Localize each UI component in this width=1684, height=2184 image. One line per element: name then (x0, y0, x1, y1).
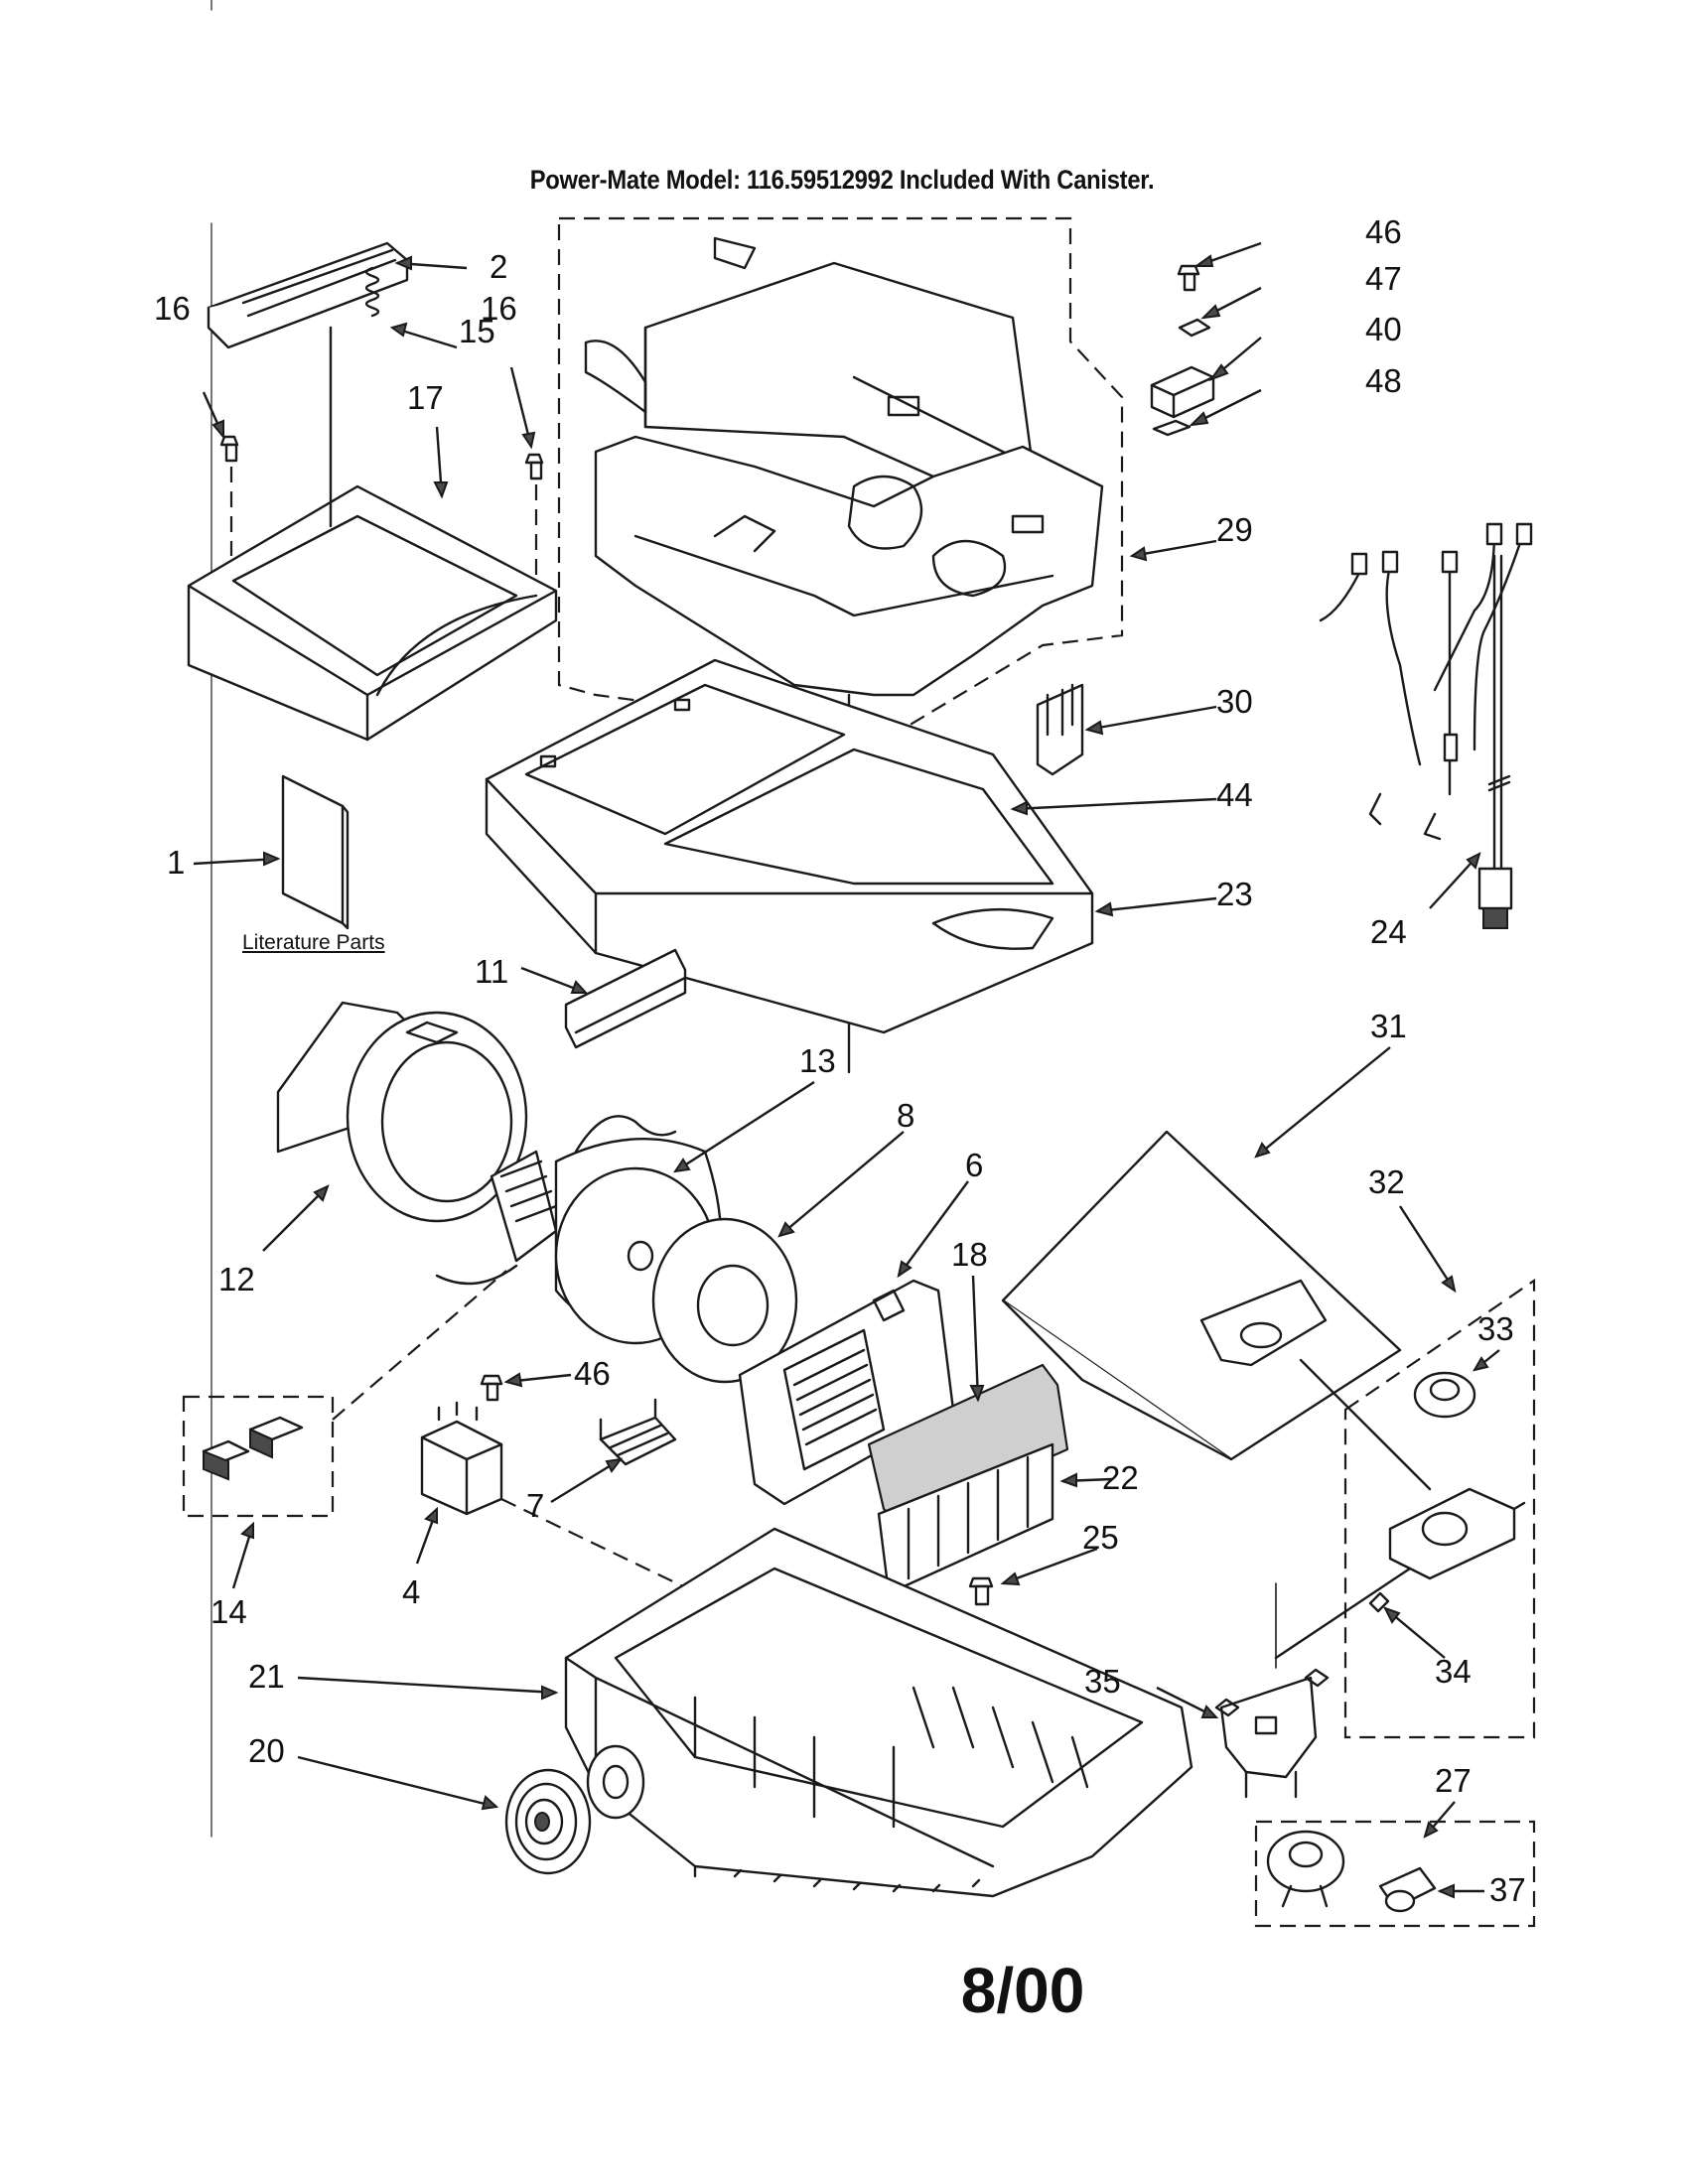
part-16-screw-left (219, 435, 239, 556)
part-14-switch-group-box (182, 1395, 335, 1518)
callout-8: 8 (897, 1097, 914, 1134)
callout-32: 32 (1368, 1163, 1405, 1200)
part-20-wheel (504, 1768, 592, 1875)
part-33-seal-ring (1413, 1371, 1476, 1419)
callout-27: 27 (1435, 1762, 1472, 1799)
part-37-cap (1378, 1866, 1437, 1913)
literature-parts-label: Literature Parts (242, 931, 385, 954)
part-46-screw-top (1177, 264, 1200, 292)
part-47-washer (1178, 318, 1211, 338)
callout-15: 15 (459, 313, 495, 349)
part-31-dust-bag (1001, 1130, 1432, 1491)
callout-6: 6 (965, 1147, 983, 1183)
callout-46-top: 46 (1365, 213, 1402, 250)
part-21-canister-base (564, 1527, 1193, 1898)
part-35-bag-holder-bracket (1214, 1668, 1330, 1799)
callout-13: 13 (799, 1042, 836, 1079)
callout-11: 11 (475, 953, 508, 990)
part-11-exhaust-filter (564, 948, 687, 1049)
callout-34: 34 (1435, 1653, 1472, 1690)
part-40-switch-button (1150, 365, 1215, 419)
callout-31: 31 (1370, 1008, 1407, 1044)
part-46-screw-lower (480, 1374, 503, 1402)
callout-20: 20 (248, 1732, 285, 1769)
callout-35: 35 (1084, 1663, 1121, 1700)
part-29-top-cover (584, 236, 1035, 498)
leader-arrows (193, 241, 1500, 1899)
part-18-filter-screen (867, 1363, 1069, 1526)
part-34-spring-clip (1368, 1591, 1390, 1613)
callout-40: 40 (1365, 311, 1402, 347)
part-1-literature-booklet (281, 774, 350, 930)
callout-21: 21 (248, 1658, 285, 1695)
part-22-grille (877, 1442, 1054, 1595)
callout-14: 14 (210, 1593, 247, 1630)
callout-18: 18 (951, 1236, 988, 1273)
part-24-wiring-harness (1319, 522, 1533, 929)
callout-16-right: 16 (481, 290, 517, 327)
callout-16-left: 16 (154, 290, 191, 327)
callout-7: 7 (526, 1487, 544, 1524)
part-23-frame (485, 658, 1094, 1034)
callout-24: 24 (1370, 913, 1407, 950)
part-14-switch (202, 1416, 304, 1481)
hood-assembly-group-box (557, 216, 1124, 737)
callout-4: 4 (402, 1573, 420, 1610)
part-7-clip (599, 1398, 677, 1466)
callout-44: 44 (1216, 776, 1253, 813)
callout-12: 12 (218, 1261, 255, 1297)
callout-30: 30 (1216, 683, 1253, 720)
callout-33: 33 (1477, 1310, 1514, 1347)
part-17-handle-housing (187, 326, 558, 742)
part-48-label (1152, 419, 1192, 437)
part-15-spring (364, 266, 380, 318)
callout-37: 37 (1489, 1871, 1526, 1908)
part-12-motor-housing (276, 1001, 528, 1223)
callout-25: 25 (1082, 1519, 1119, 1556)
callout-23: 23 (1216, 876, 1253, 912)
part-27-switch-group-box (1254, 1820, 1536, 1928)
part-27-thermal-switch (1266, 1830, 1345, 1908)
callout-29: 29 (1216, 511, 1253, 548)
part-32-bag-mount-group-box (1343, 1278, 1536, 1739)
callout-22: 22 (1102, 1459, 1139, 1496)
part-30-hinge-bracket (1036, 683, 1084, 776)
callout-48: 48 (1365, 362, 1402, 399)
callout-1: 1 (167, 844, 185, 881)
callout-2: 2 (490, 248, 507, 285)
part-8-gasket-ring (651, 1217, 798, 1384)
callout-47: 47 (1365, 260, 1402, 297)
diagram-title: Power-Mate Model: 116.59512992 Included … (529, 165, 1155, 195)
callout-46-lower: 46 (574, 1355, 611, 1392)
part-25-screw (968, 1576, 994, 1606)
date-code: 8/00 (960, 1955, 1085, 2026)
callout-17: 17 (407, 379, 444, 416)
callout-numbers: 46 47 40 48 2 16 15 17 16 29 30 44 23 24… (154, 213, 1526, 1908)
part-4-capacitor (420, 1401, 503, 1516)
part-32-bag-mount-plate (1388, 1487, 1526, 1580)
